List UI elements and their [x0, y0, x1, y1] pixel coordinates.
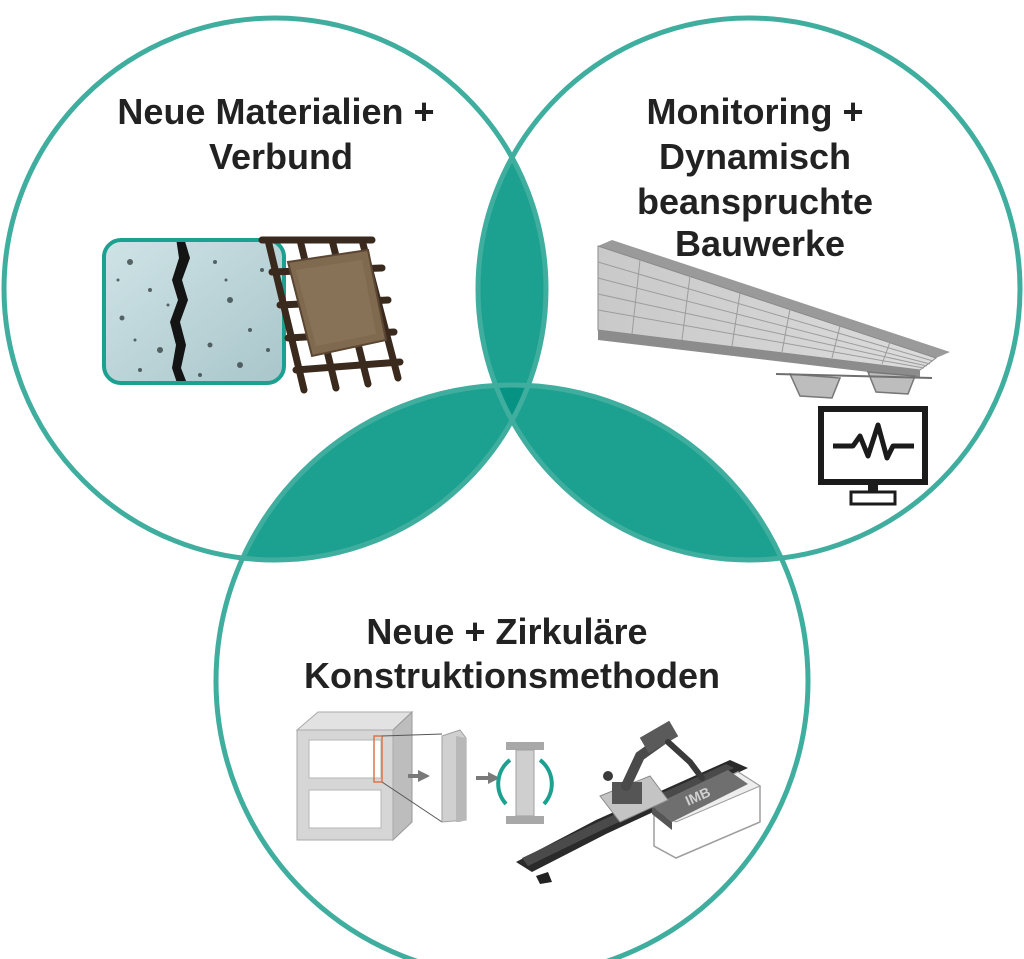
monitoring-title-line-2: Dynamisch [659, 136, 851, 177]
monitoring-title: Monitoring + Dynamisch beanspruchte Bauw… [637, 91, 883, 264]
materials-title: Neue Materialien + Verbund [117, 91, 444, 177]
circle-outlines [1, 15, 1023, 959]
circle-monitoring [475, 15, 1023, 563]
construction-title-line-2: Konstruktionsmethoden [304, 655, 720, 696]
concrete-crack-sample-image [102, 238, 286, 385]
circle-materials [1, 15, 549, 563]
bridge-deck-model-image [597, 240, 950, 399]
monitoring-title-line-4: Bauwerke [675, 223, 845, 264]
textile-grid-reinforcement-image [258, 236, 404, 394]
monitor-signal-icon [818, 406, 928, 506]
overlap-regions [216, 18, 808, 560]
overlap-materials-construction [216, 385, 546, 560]
construction-title-line-1: Neue + Zirkuläre [366, 611, 647, 652]
materials-title-line-2: Verbund [209, 136, 353, 177]
robot-fabrication-image: IMB [516, 720, 762, 884]
overlap-monitoring-construction [478, 385, 808, 560]
modular-frame-reuse-image [295, 710, 554, 842]
materials-title-line-1: Neue Materialien + [117, 91, 434, 132]
monitoring-title-line-1: Monitoring + [647, 91, 864, 132]
monitoring-title-line-3: beanspruchte [637, 181, 873, 222]
circle-construction [213, 382, 811, 959]
construction-title: Neue + Zirkuläre Konstruktionsmethoden [304, 611, 720, 696]
